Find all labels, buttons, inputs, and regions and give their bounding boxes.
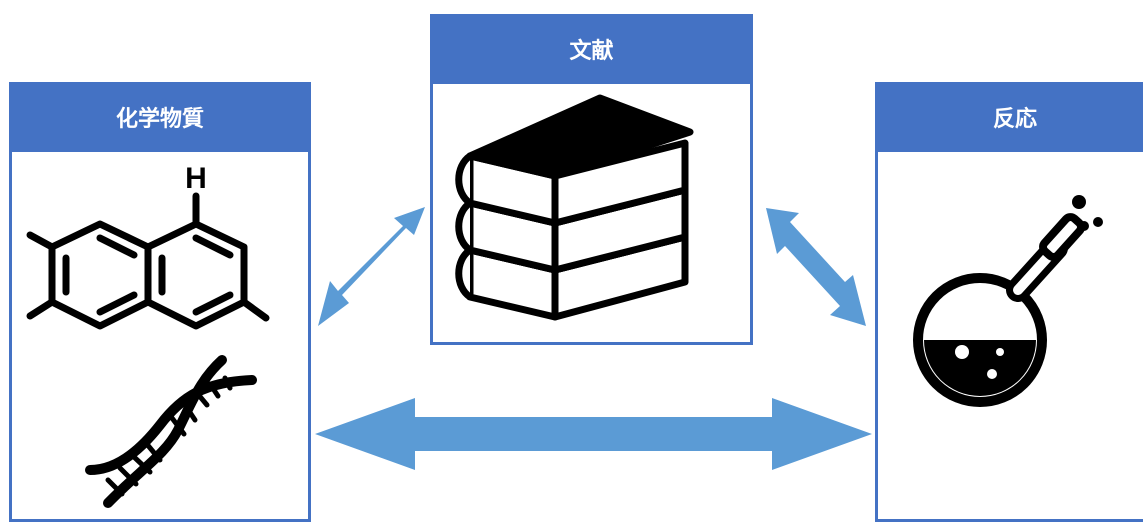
reactions-panel-title: 反応	[875, 82, 1143, 152]
naphthalene-molecule-icon	[26, 192, 270, 330]
round-flask-icon	[913, 195, 1103, 407]
chemicals-panel-title: 化学物質	[9, 82, 311, 152]
arrow-chemicals-literature	[318, 207, 425, 326]
book-stack-icon	[455, 94, 694, 321]
hydrogen-atom-label: H	[185, 162, 207, 195]
literature-panel-title: 文献	[430, 14, 753, 84]
arrow-chemicals-reactions	[315, 398, 872, 470]
dna-helix-icon	[85, 355, 257, 508]
arrow-literature-reactions	[766, 208, 866, 326]
